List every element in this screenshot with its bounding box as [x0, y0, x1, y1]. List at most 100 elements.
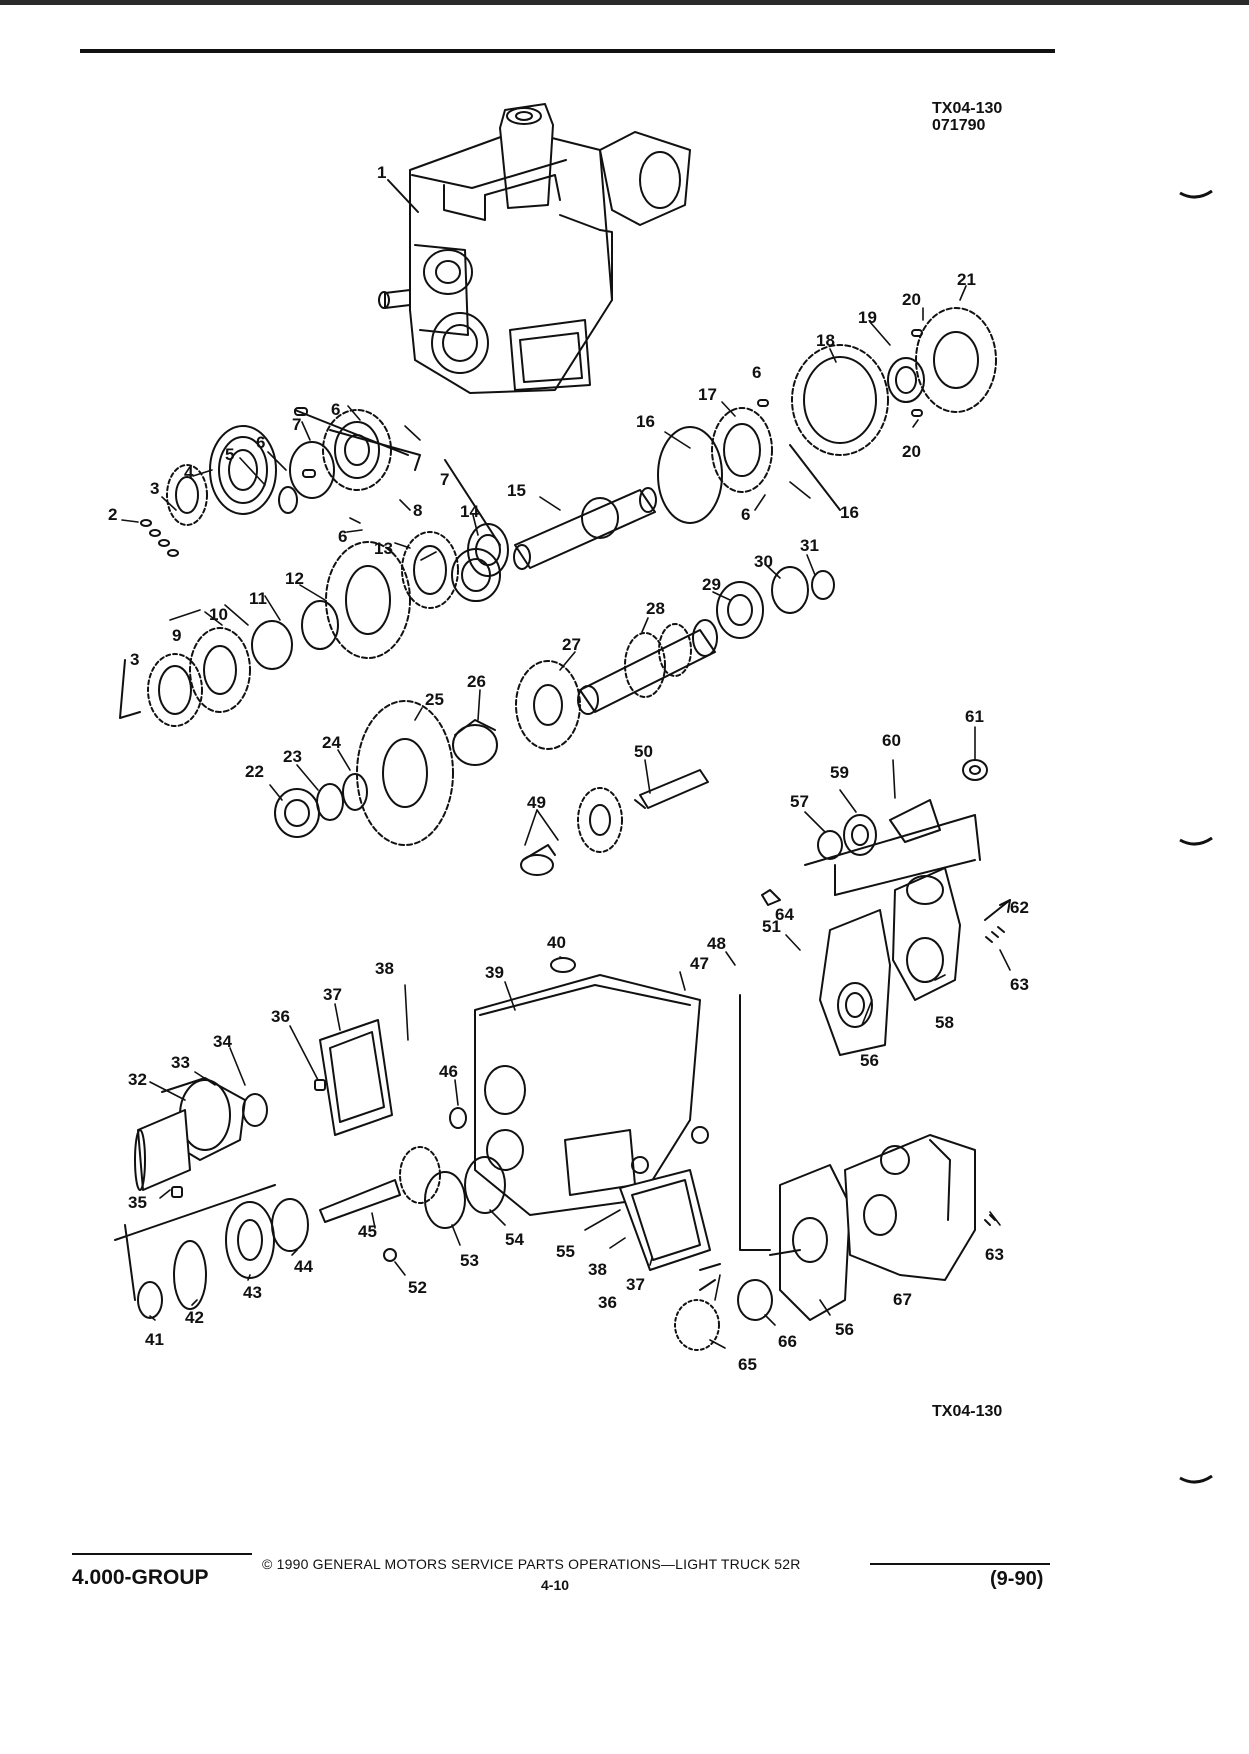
callout-6: 6	[741, 505, 750, 524]
footer-page-number: 4-10	[541, 1577, 570, 1593]
callout-25: 25	[425, 690, 444, 709]
callout-54: 54	[505, 1230, 524, 1249]
callout-31: 31	[800, 536, 819, 555]
callout-36: 36	[598, 1293, 617, 1312]
callout-6: 6	[256, 433, 265, 452]
callout-43: 43	[243, 1283, 262, 1302]
binder-mark	[1179, 190, 1213, 199]
footer-rule-right	[870, 1563, 1050, 1565]
footer-revision-date: (9-90)	[990, 1568, 1044, 1590]
callout-37: 37	[323, 985, 342, 1004]
callout-63: 63	[1010, 975, 1029, 994]
callout-16: 16	[840, 503, 859, 522]
callout-labels: 1 2 3 3 4 5 6 6 6 6 6 7 7 8 9 10 11 12 1…	[108, 163, 1029, 1374]
callout-51: 51	[762, 917, 781, 936]
callout-6: 6	[338, 527, 347, 546]
header-rule	[80, 49, 1055, 53]
callout-13: 13	[374, 539, 393, 558]
callout-37: 37	[626, 1275, 645, 1294]
callout-34: 34	[213, 1032, 232, 1051]
callout-22: 22	[245, 762, 264, 781]
callout-14: 14	[460, 502, 479, 521]
callout-35: 35	[128, 1193, 147, 1212]
callout-20: 20	[902, 442, 921, 461]
binder-mark	[1179, 837, 1213, 846]
case-39	[474, 957, 709, 1216]
footer-copyright: © 1990 GENERAL MOTORS SERVICE PARTS OPER…	[262, 1556, 801, 1572]
callout-7: 7	[292, 415, 301, 434]
callout-2: 2	[108, 505, 117, 524]
callout-10: 10	[209, 605, 228, 624]
callout-29: 29	[702, 575, 721, 594]
callout-leaders	[121, 285, 1011, 1349]
callout-53: 53	[460, 1251, 479, 1270]
callout-19: 19	[858, 308, 877, 327]
callout-8: 8	[413, 501, 422, 520]
callout-65: 65	[738, 1355, 757, 1374]
callout-30: 30	[754, 552, 773, 571]
callout-60: 60	[882, 731, 901, 750]
callout-17: 17	[698, 385, 717, 404]
callout-9: 9	[172, 626, 181, 645]
callout-66: 66	[778, 1332, 797, 1351]
transmission-assembly	[378, 103, 691, 394]
callout-42: 42	[185, 1308, 204, 1327]
callout-6: 6	[331, 400, 340, 419]
callout-3: 3	[130, 650, 139, 669]
callout-24: 24	[322, 733, 341, 752]
callout-1: 1	[377, 163, 386, 182]
callout-48: 48	[707, 934, 726, 953]
gears-row-2	[119, 523, 509, 727]
callout-41: 41	[145, 1330, 164, 1349]
callout-59: 59	[830, 763, 849, 782]
callout-18: 18	[816, 331, 835, 350]
callout-15: 15	[507, 481, 526, 500]
callout-67: 67	[893, 1290, 912, 1309]
callout-49: 49	[527, 793, 546, 812]
callout-52: 52	[408, 1278, 427, 1297]
callout-27: 27	[562, 635, 581, 654]
callout-63: 63	[985, 1245, 1004, 1264]
extension-67-56	[739, 994, 996, 1321]
callout-4: 4	[184, 463, 194, 482]
leader-1	[387, 179, 419, 213]
callout-57: 57	[790, 792, 809, 811]
callout-28: 28	[646, 599, 665, 618]
callout-58: 58	[935, 1013, 954, 1032]
callout-44: 44	[294, 1257, 313, 1276]
callout-33: 33	[171, 1053, 190, 1072]
callout-7: 7	[440, 470, 449, 489]
callout-64: 64	[775, 905, 794, 924]
synchronizer-17-18	[657, 307, 997, 524]
reverse-gear-row-3	[274, 700, 709, 876]
callout-50: 50	[634, 742, 653, 761]
footer-rule-left	[72, 1553, 252, 1555]
mainshaft-15	[451, 487, 657, 602]
callout-12: 12	[285, 569, 304, 588]
callout-45: 45	[358, 1222, 377, 1241]
callout-6: 6	[752, 363, 761, 382]
callout-36: 36	[271, 1007, 290, 1026]
figure-date-code: 071790	[932, 117, 986, 134]
footer-group-label: 4.000-GROUP	[72, 1566, 209, 1589]
rear-extension-parts	[761, 759, 988, 906]
binder-mark	[1179, 1475, 1213, 1484]
callout-26: 26	[467, 672, 486, 691]
countershaft-28	[515, 566, 835, 750]
callout-5: 5	[225, 445, 234, 464]
callout-16: 16	[636, 412, 655, 431]
callout-47: 47	[690, 954, 709, 973]
callout-21: 21	[957, 270, 976, 289]
synchronizer-rings-row-1	[166, 407, 501, 546]
callout-56: 56	[860, 1051, 879, 1070]
callout-32: 32	[128, 1070, 147, 1089]
callout-23: 23	[283, 747, 302, 766]
callout-46: 46	[439, 1062, 458, 1081]
callout-56: 56	[835, 1320, 854, 1339]
callout-20: 20	[902, 290, 921, 309]
callout-40: 40	[547, 933, 566, 952]
figure-code-top: TX04-130	[932, 100, 1003, 117]
figure-code-bottom: TX04-130	[932, 1403, 1003, 1420]
callout-61: 61	[965, 707, 984, 726]
